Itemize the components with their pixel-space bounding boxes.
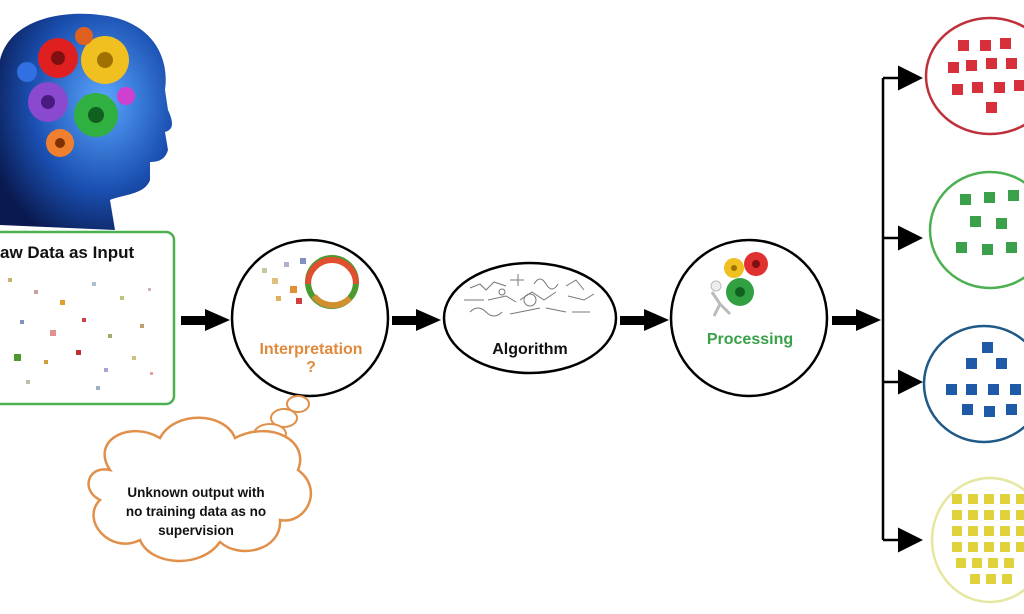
- arrow-right-icon: [181, 309, 230, 331]
- thought-line-1: Unknown output with: [127, 485, 264, 500]
- interpretation-label: Interpretation: [259, 341, 362, 358]
- arrow-right-icon: [392, 309, 441, 331]
- input-box-label: aw Data as Input: [0, 243, 134, 262]
- raw-data-input-box: aw Data as Input: [0, 230, 176, 406]
- gear-icon: [81, 36, 129, 84]
- thought-line-3: supervision: [158, 523, 234, 538]
- processing-node: Processing: [669, 238, 829, 398]
- gear-icon: [17, 27, 135, 105]
- gear-icon: [28, 82, 68, 122]
- cluster-red: [924, 16, 1024, 136]
- scattered-data-points: [8, 278, 153, 390]
- gears-icon: [262, 255, 359, 309]
- cluster-blue: [922, 324, 1024, 444]
- interpretation-node: Interpretation ?: [230, 238, 390, 398]
- arrow-right-icon: [620, 309, 669, 331]
- branch-connector: [881, 65, 923, 553]
- algorithm-label: Algorithm: [492, 341, 568, 358]
- thought-bubble: Unknown output with no training data as …: [87, 395, 312, 563]
- gear-icon: [38, 38, 78, 78]
- algorithm-node: Algorithm: [442, 261, 618, 375]
- gear-icon: [46, 129, 74, 157]
- cluster-green: [928, 170, 1024, 290]
- gear-icon: [74, 93, 118, 137]
- processing-label: Processing: [707, 331, 793, 348]
- cluster-yellow: [930, 476, 1024, 604]
- interpretation-question-mark: ?: [306, 359, 316, 376]
- arrow-right-icon: [832, 309, 881, 331]
- thought-line-2: no training data as no: [126, 504, 266, 519]
- brain-gears-icon: [0, 13, 172, 230]
- figure-pushing-gears-icon: [710, 252, 768, 317]
- formula-sketch-icon: [464, 274, 595, 317]
